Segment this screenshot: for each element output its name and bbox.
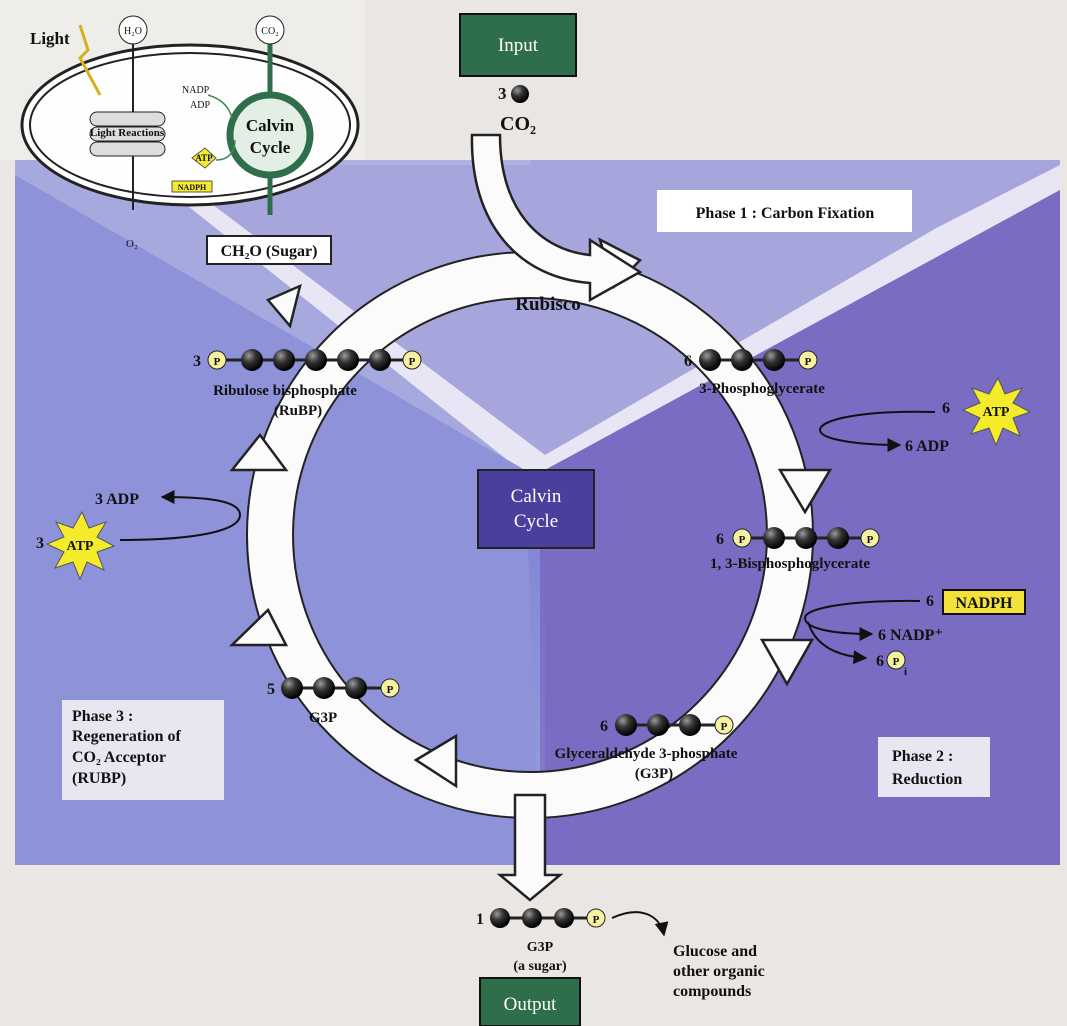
output-box (479, 977, 581, 1026)
g3p1-chain (490, 908, 606, 928)
pga-chain (699, 349, 818, 371)
products-line1: Glucose and (673, 943, 757, 960)
bpg-label: 1, 3-Bisphosphoglycerate (710, 556, 870, 572)
adp3-label: 3 ADP (95, 491, 139, 508)
adp-inset-label: ADP (190, 100, 210, 111)
phase3-b: Regeneration of (72, 728, 182, 745)
pga-label: 3-Phosphoglycerate (699, 381, 825, 397)
chloroplast-inset (0, 0, 365, 215)
input-molecule: CO₂ (500, 113, 536, 135)
input-count: 3 (498, 84, 507, 103)
phase2-b: Reduction (892, 771, 962, 788)
g3p1-label-a: G3P (527, 940, 554, 955)
rubp-label-a: Ribulose bisphosphate (213, 383, 357, 399)
center-box (477, 469, 595, 549)
center-line1: Calvin (511, 486, 562, 507)
bpg-count: 6 (716, 531, 724, 548)
bpg-p-left: P (739, 534, 746, 546)
phase1-box (657, 190, 912, 232)
pi6-circle (886, 650, 906, 670)
o2-label: O₂ (126, 238, 138, 250)
g3p5-chain (281, 677, 400, 699)
input-label: Input (498, 35, 539, 56)
products-arrow (611, 911, 669, 937)
g3p5-count: 5 (267, 681, 275, 698)
g3p6-label-a: Glyceraldehyde 3-phosphate (555, 746, 738, 762)
g3p6-label-b: (G3P) (635, 766, 673, 782)
h2o-bubble (118, 15, 148, 45)
products-line3: compounds (673, 983, 751, 1000)
bpg-p-right: P (867, 534, 874, 546)
atp3-label: ATP (67, 539, 94, 554)
nadph-count: 6 (926, 593, 934, 610)
rubp-p-right: P (409, 356, 416, 368)
nadph-box (942, 589, 1026, 615)
pi6-count: 6 (876, 653, 884, 670)
phase3-d: (RUBP) (72, 770, 126, 787)
products-line2: other organic (673, 963, 765, 980)
g3p5-label: G3P (309, 710, 337, 726)
co2-inset-label: CO₂ (261, 26, 278, 37)
light-label: Light (30, 29, 70, 48)
g3p6-chain (615, 714, 734, 736)
pga-count: 6 (684, 353, 692, 370)
nadph-inset-label: NADPH (178, 183, 207, 192)
nadph-arrow (803, 599, 921, 641)
g3p1-label-b: (a sugar) (513, 959, 567, 974)
rubp-p-left: P (214, 356, 221, 368)
atp6-count: 6 (942, 400, 950, 417)
sugar-label: CH₂O (Sugar) (221, 243, 318, 260)
input-box (459, 13, 577, 77)
pi6-label: P (893, 656, 900, 668)
co2-bubble (255, 15, 285, 45)
output-label: Output (504, 994, 558, 1015)
g3p5-p: P (387, 684, 394, 696)
h2o-label: H₂O (124, 26, 142, 37)
pi6-subscript: i (904, 666, 907, 678)
atp6-arrow (818, 410, 936, 452)
output-arrow (496, 793, 564, 902)
g3p6-p: P (721, 721, 728, 733)
atp-inset-label: ATP (195, 153, 213, 163)
phase2-a: Phase 2 : (892, 748, 953, 765)
phase2-box (878, 737, 990, 797)
nadph-label: NADPH (956, 595, 1013, 612)
phase1-label: Phase 1 : Carbon Fixation (696, 205, 875, 222)
phase3-a: Phase 3 : (72, 708, 133, 725)
cycle-inset-label: Cycle (250, 138, 291, 157)
input-arrow (470, 133, 643, 303)
phase3-box (62, 700, 224, 800)
rubisco-label: Rubisco (515, 294, 580, 315)
calvin-inset-label: Calvin (246, 116, 295, 135)
atp3-star (45, 510, 116, 581)
sugar-box (206, 235, 332, 265)
rubp-label-b: (RuBP) (274, 403, 322, 419)
bpg-chain (732, 527, 880, 549)
light-reactions-label: Light Reactions (90, 127, 165, 139)
nadp6-label: 6 NADP⁺ (878, 627, 943, 644)
pga-p: P (805, 356, 812, 368)
center-line2: Cycle (514, 511, 558, 532)
atp3-count: 3 (36, 535, 44, 552)
atp6-label: ATP (983, 405, 1010, 420)
pi-arrow (807, 621, 868, 665)
phase3-c: CO₂ Acceptor (72, 749, 166, 766)
nadp-inset-label: NADP (182, 85, 210, 96)
rubp-chain (207, 349, 422, 371)
atp3-arrow (119, 490, 242, 541)
g3p1-count: 1 (476, 911, 484, 928)
rubp-count: 3 (193, 353, 201, 370)
co2-ball (511, 85, 529, 103)
g3p6-count: 6 (600, 718, 608, 735)
adp6-label: 6 ADP (905, 438, 949, 455)
atp6-star (961, 376, 1032, 447)
g3p1-p: P (593, 914, 600, 926)
